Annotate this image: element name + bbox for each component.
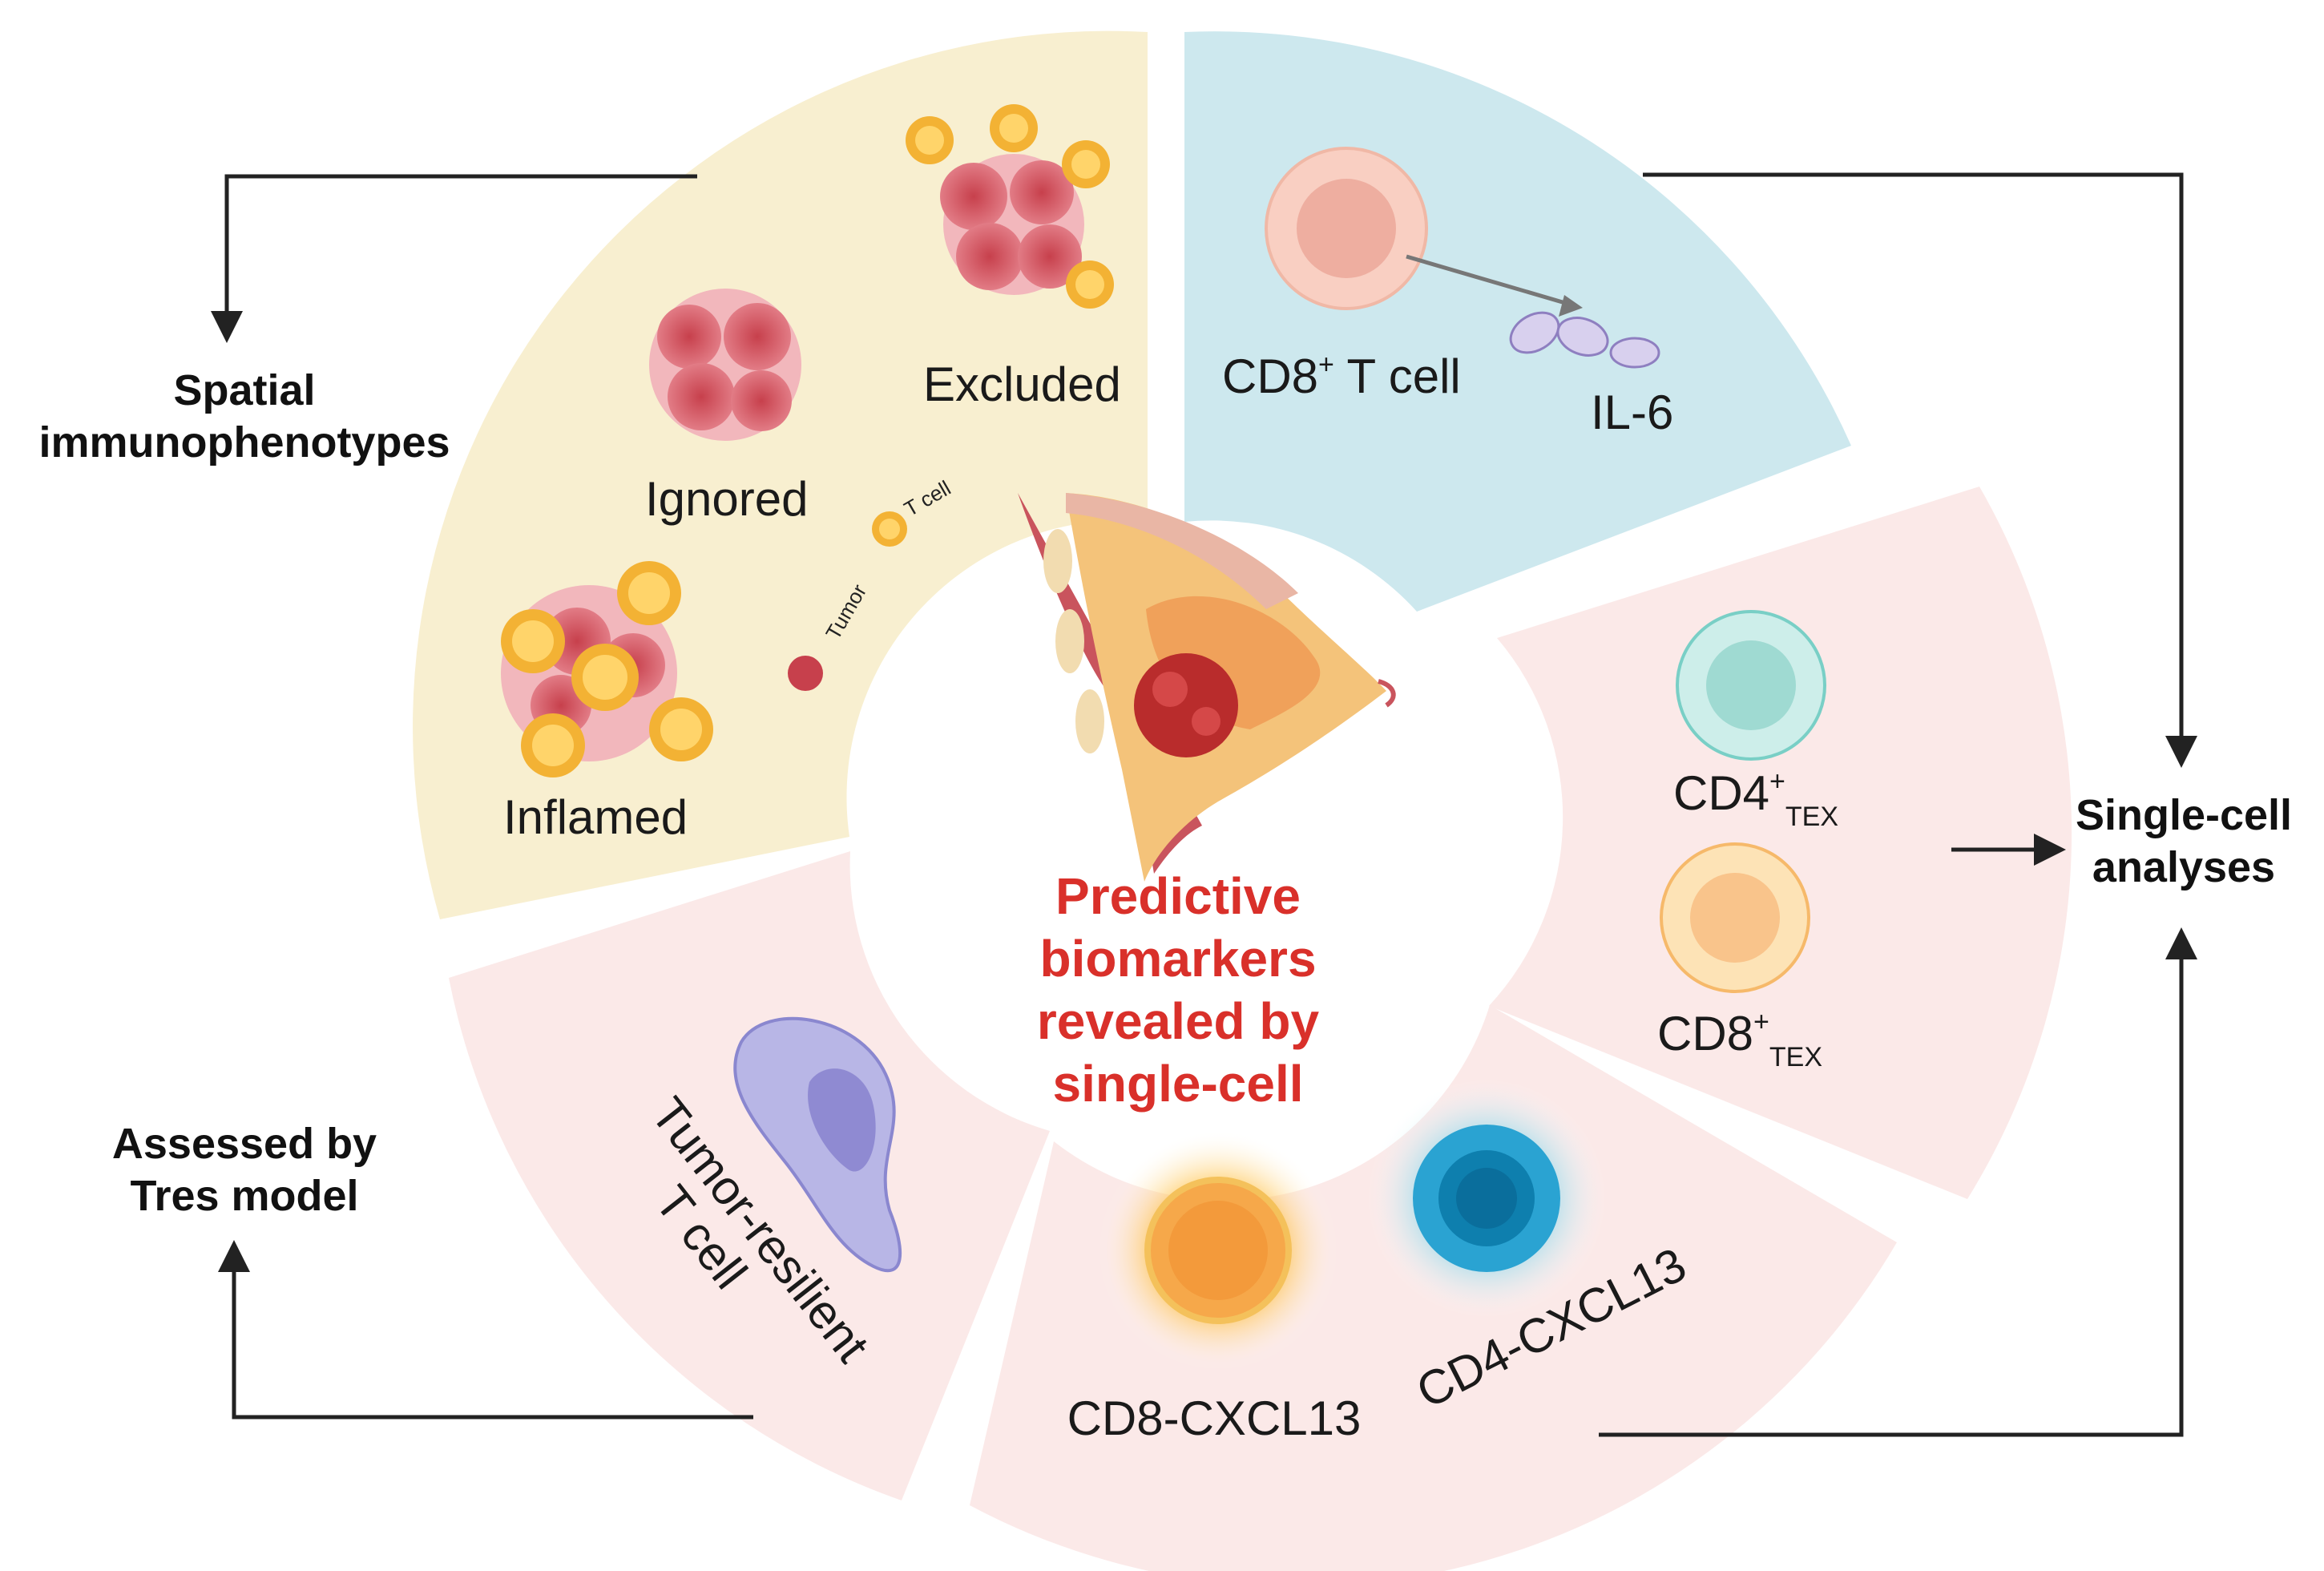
label-cd8-cxcl13: CD8-CXCL13 [1067,1391,1362,1445]
arrow-to-spatial [211,174,697,343]
label-cd8-tex: CD8+TEX [1657,1007,1822,1072]
label-cd8-tcell: CD8+ T cell [1222,349,1461,403]
label-spatial-line2: immunophenotypes [38,418,450,466]
label-cd4-tex: CD4+TEX [1673,766,1838,832]
label-assessed-line2: Tres model [130,1172,358,1220]
cd8-cxcl13-cell-icon [1098,1130,1338,1371]
center-title-line3: revealed by [1037,992,1320,1050]
breast-tumor-mass [1134,653,1238,757]
label-ignored: Ignored [645,472,809,526]
cd4-tex-cell-icon [1676,610,1826,761]
label-excluded: Excluded [923,357,1121,411]
quadrant-tres [449,851,1050,1500]
tumor-cluster-icon [501,104,1114,777]
label-spatial-line1: Spatial [173,366,315,414]
label-inflamed: Inflamed [503,790,688,844]
il6-molecule-icon [1509,311,1660,369]
arrow-bottom-to-singlecell [1599,927,2197,1437]
cd8-tex-cell-icon [1660,842,1810,993]
label-singlecell-line1: Single-cell [2076,791,2292,839]
quadrant-tex [1489,487,2072,1199]
quadrant-il6 [1184,31,1851,612]
breast-tumor-icon [1018,493,1396,882]
center-title-line4: single-cell [1053,1055,1304,1113]
tumor-resilient-cell-icon [733,1016,902,1273]
label-il6: IL-6 [1591,386,1673,439]
t-cell-icon [872,511,907,547]
label-assessed-line1: Assessed by [112,1120,377,1168]
center-title-line1: Predictive [1055,867,1301,925]
label-singlecell-line2: analyses [2092,843,2275,891]
cd8-t-cell-icon [1265,147,1428,310]
cd4-cxcl13-cell-icon [1366,1078,1607,1319]
il6-arrow [1406,254,1572,307]
arrow-top-to-singlecell [1643,172,2197,768]
center-title-line2: biomarkers [1039,930,1316,987]
arrow-to-assessed [218,1240,753,1420]
